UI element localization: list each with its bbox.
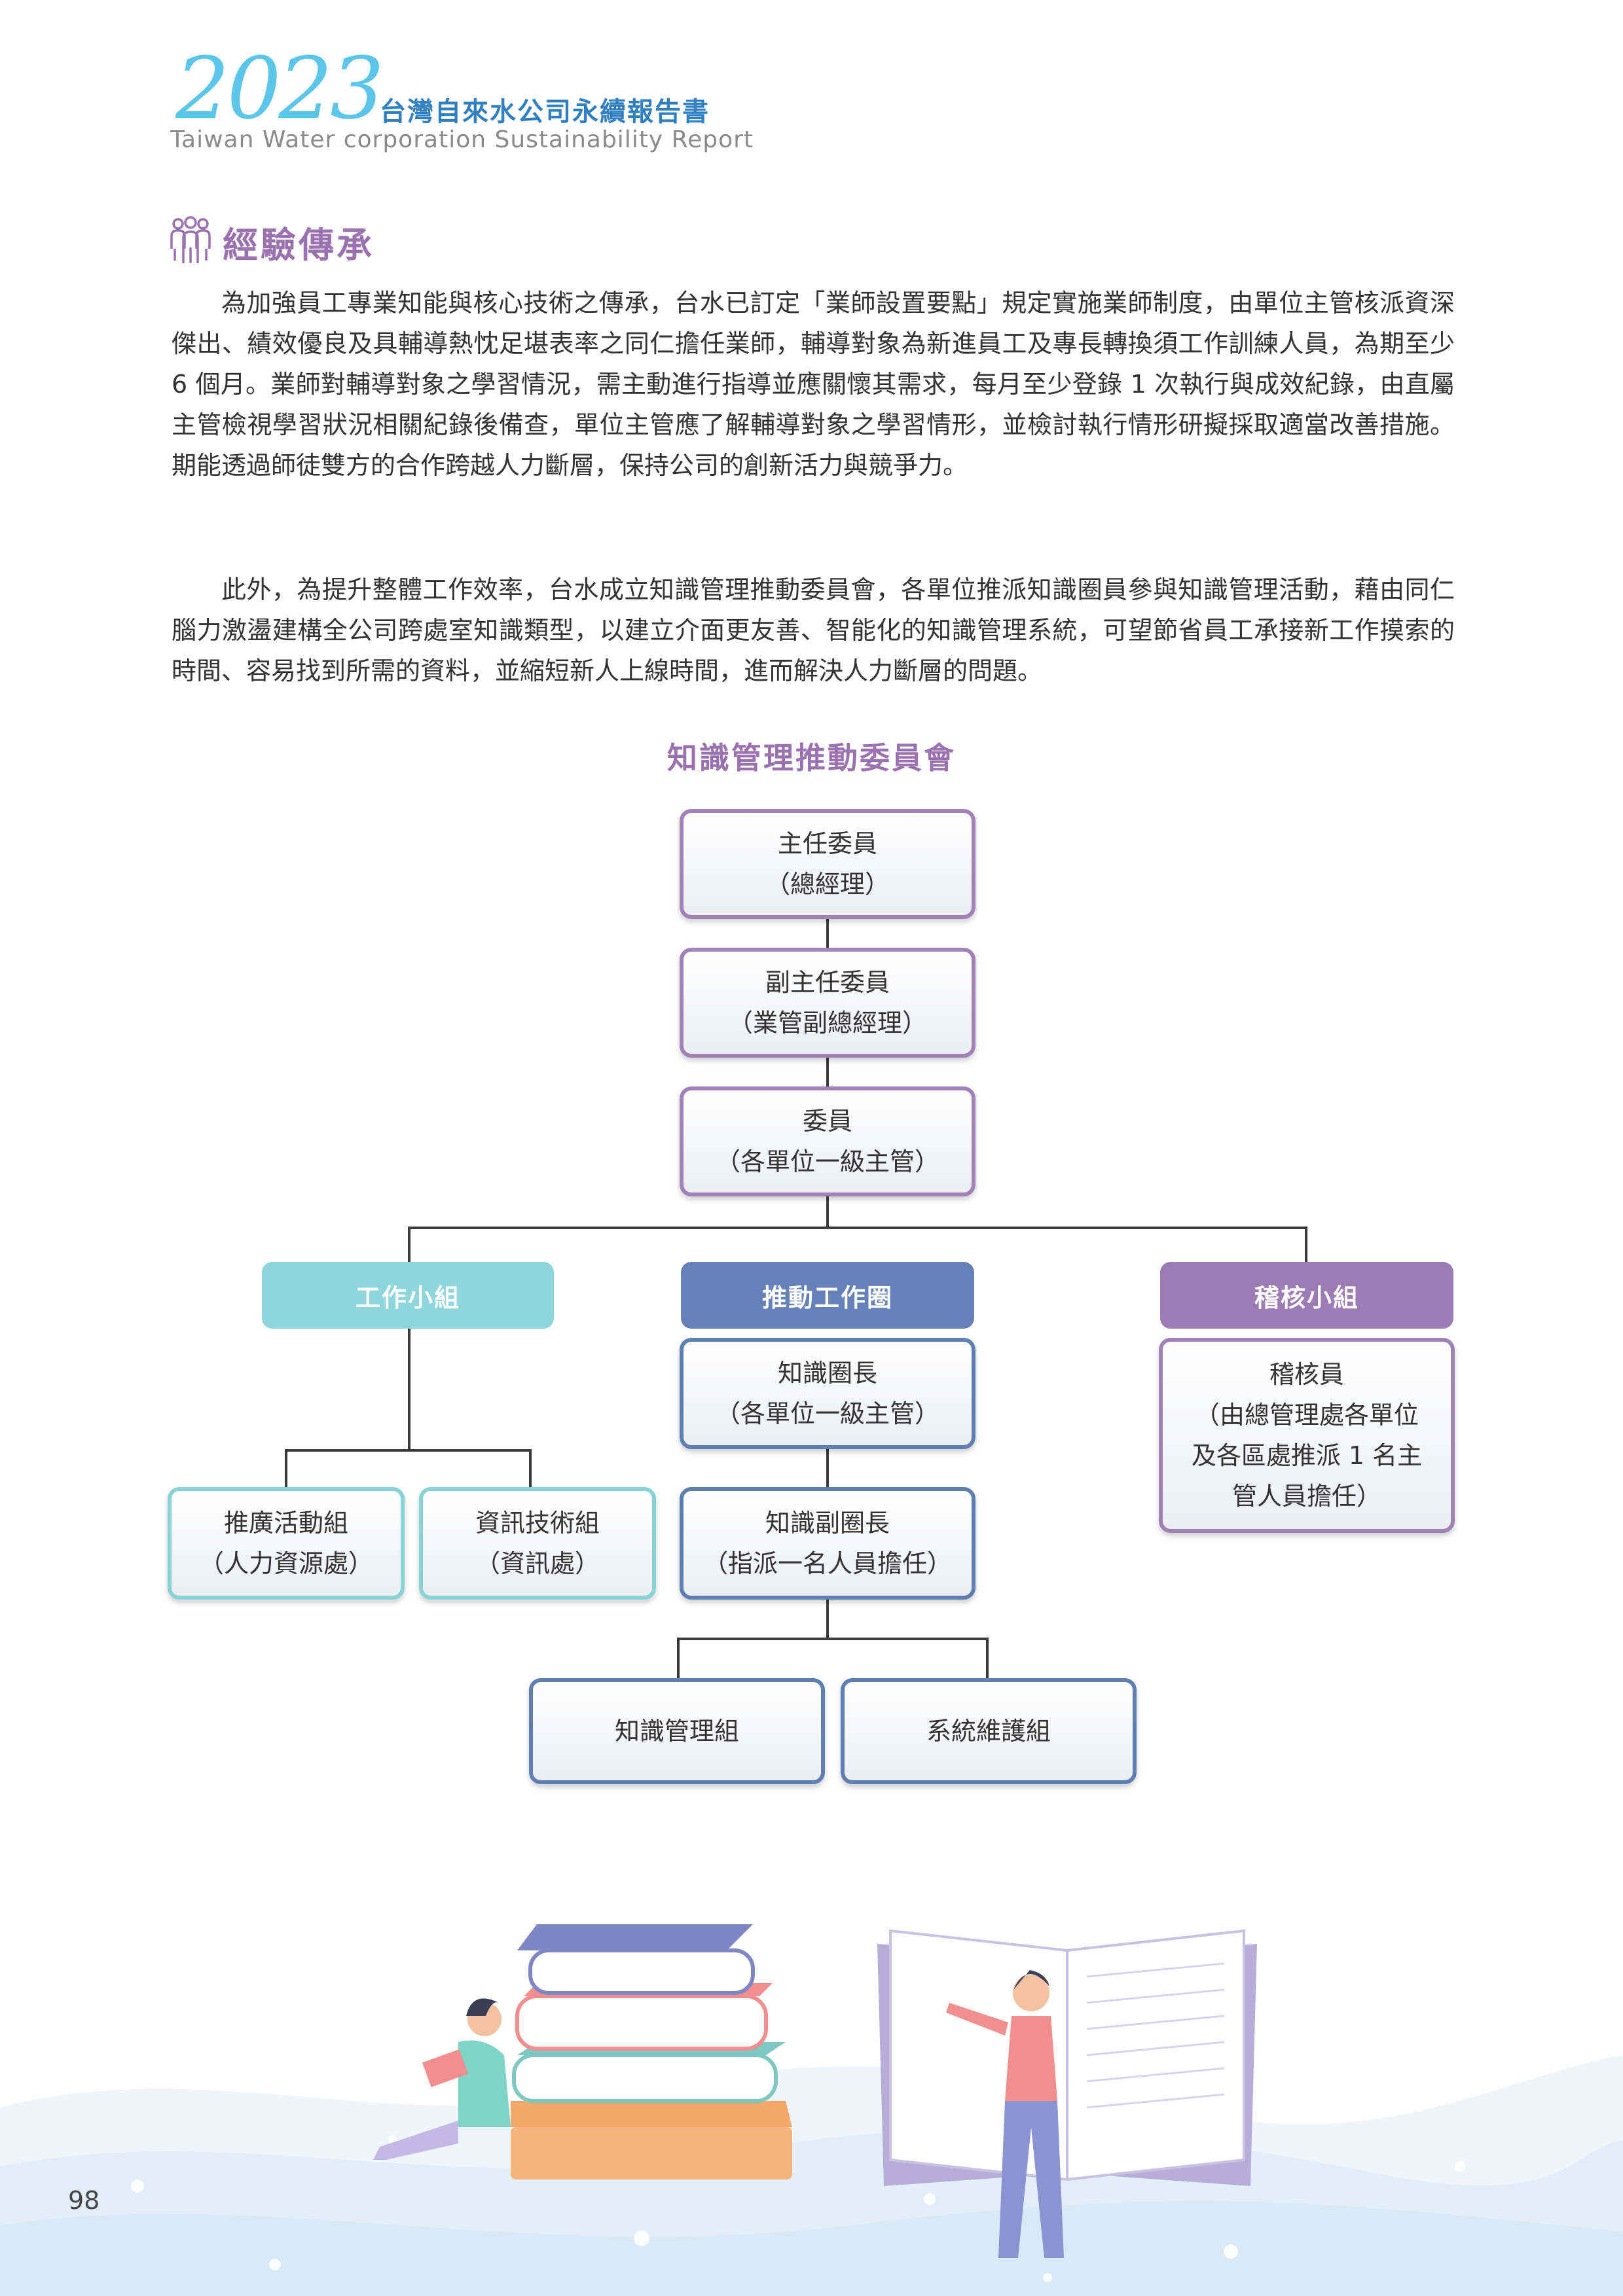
book-stack xyxy=(511,1924,792,2179)
connector-to-km-group xyxy=(677,1638,680,1681)
vice-chair-title: 副主任委員 xyxy=(765,968,890,997)
connector-vice-member xyxy=(826,1056,829,1089)
auditor-desc-1: （由總管理處各單位 xyxy=(1194,1401,1419,1429)
people-group-icon xyxy=(170,216,211,263)
paragraph-knowledge-management: 此外，為提升整體工作效率，台水成立知識管理推動委員會，各單位推派知識圈員參與知識… xyxy=(172,575,1455,685)
it-group-box: 資訊技術組 （資訊處） xyxy=(419,1487,656,1600)
chair-box: 主任委員 （總經理） xyxy=(680,809,976,919)
auditor-box: 稽核員 （由總管理處各單位 及各區處推派 1 名主 管人員擔任） xyxy=(1159,1338,1455,1533)
promo-group-box: 推廣活動組 （人力資源處） xyxy=(168,1487,405,1600)
connector-to-it xyxy=(529,1449,532,1490)
circle-vice-leader-title: 知識副圈長 xyxy=(765,1509,890,1537)
standing-person xyxy=(946,1970,1064,2258)
it-group-title: 資訊技術組 xyxy=(475,1509,600,1537)
connector-circle-split xyxy=(677,1638,989,1640)
open-book xyxy=(877,1929,1257,2186)
audit-group-header: 稽核小組 xyxy=(1160,1262,1453,1329)
connector-work-split xyxy=(285,1449,532,1452)
section-title: 經驗傳承 xyxy=(223,224,374,266)
circle-vice-leader-box: 知識副圈長 （指派一名人員擔任） xyxy=(680,1487,976,1600)
promotion-circle-header: 推動工作圈 xyxy=(681,1262,974,1329)
sys-group-box: 系統維護組 xyxy=(841,1678,1137,1784)
report-subtitle: Taiwan Water corporation Sustainability … xyxy=(170,126,754,153)
circle-leader-title: 知識圈長 xyxy=(777,1359,877,1388)
km-group-box: 知識管理組 xyxy=(529,1678,825,1784)
report-title: 台灣自來水公司永續報告書 xyxy=(380,97,710,127)
auditor-desc-2: 及各區處推派 1 名主 xyxy=(1191,1441,1423,1470)
member-title: 委員 xyxy=(802,1107,852,1136)
connector-leader-vice-leader xyxy=(826,1446,829,1490)
auditor-title: 稽核員 xyxy=(1269,1360,1344,1389)
chair-title: 主任委員 xyxy=(777,829,877,858)
work-group-header: 工作小組 xyxy=(262,1262,554,1329)
connector-chair-vice xyxy=(826,918,829,950)
km-group-title: 知識管理組 xyxy=(614,1717,739,1746)
sys-group-title: 系統維護組 xyxy=(926,1717,1051,1746)
report-year: 2023 xyxy=(175,39,384,138)
wave-front xyxy=(0,2200,1623,2296)
connector-to-sys-group xyxy=(986,1638,989,1681)
connector-to-audit-group xyxy=(1305,1227,1307,1262)
page-number: 98 xyxy=(68,2186,100,2215)
promo-group-unit: （人力資源處） xyxy=(198,1549,373,1578)
connector-to-promo xyxy=(285,1449,287,1490)
chair-role: （總經理） xyxy=(765,870,890,899)
member-box: 委員 （各單位一級主管） xyxy=(680,1086,976,1196)
it-group-unit: （資訊處） xyxy=(475,1549,600,1578)
connector-member-branch xyxy=(826,1195,829,1228)
auditor-desc-3: 管人員擔任） xyxy=(1231,1482,1381,1511)
member-role: （各單位一級主管） xyxy=(715,1147,939,1176)
reading-books-illustration xyxy=(0,1924,1623,2296)
reading-person xyxy=(373,1998,511,2160)
circle-vice-leader-role: （指派一名人員擔任） xyxy=(702,1549,952,1578)
vice-chair-box: 副主任委員 （業管副總經理） xyxy=(680,948,976,1058)
org-chart-title: 知識管理推動委員會 xyxy=(667,740,956,776)
connector-to-work-group xyxy=(408,1227,410,1262)
circle-leader-role: （各單位一級主管） xyxy=(715,1399,939,1428)
vice-chair-role: （業管副總經理） xyxy=(727,1009,927,1037)
connector-work-group-down xyxy=(408,1327,410,1450)
connector-branch-horizontal xyxy=(408,1227,1307,1229)
promo-group-title: 推廣活動組 xyxy=(223,1509,348,1537)
paragraph-mentorship: 為加強員工專業知能與核心技術之傳承，台水已訂定「業師設置要點」規定實施業師制度，… xyxy=(172,289,1455,480)
circle-leader-box: 知識圈長 （各單位一級主管） xyxy=(680,1338,976,1449)
connector-vice-leader-down xyxy=(826,1598,829,1639)
